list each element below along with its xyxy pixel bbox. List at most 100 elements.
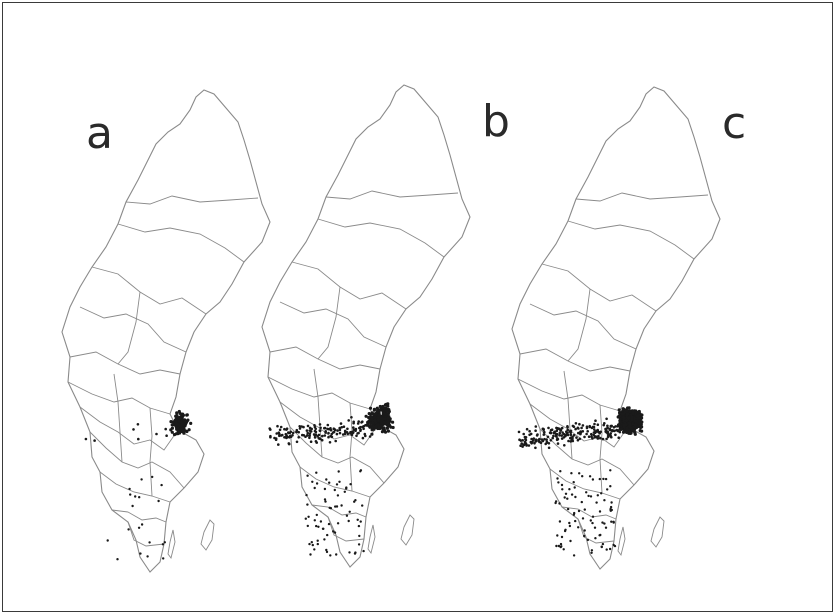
- data-point: [328, 506, 331, 509]
- data-point: [301, 433, 304, 437]
- data-point: [274, 437, 278, 440]
- data-point: [337, 470, 340, 473]
- data-point: [633, 410, 638, 414]
- data-point: [538, 437, 541, 441]
- data-point: [357, 543, 361, 546]
- data-point: [611, 429, 614, 433]
- data-point: [297, 436, 301, 439]
- data-point: [385, 422, 389, 427]
- points-a: [84, 409, 193, 561]
- data-point: [594, 419, 597, 423]
- data-point: [588, 475, 592, 478]
- data-point: [639, 425, 643, 430]
- data-point: [546, 435, 550, 439]
- data-point: [306, 431, 310, 435]
- data-point: [137, 526, 141, 529]
- data-point: [587, 494, 590, 498]
- data-point: [578, 472, 581, 475]
- data-point: [568, 488, 571, 491]
- data-point: [598, 510, 602, 513]
- data-point: [336, 429, 339, 432]
- data-point: [327, 435, 330, 439]
- data-point: [326, 533, 329, 537]
- data-point: [287, 431, 290, 434]
- data-point: [335, 505, 339, 508]
- data-point: [318, 423, 322, 426]
- data-point: [596, 429, 599, 433]
- data-point: [334, 505, 337, 508]
- data-point: [594, 537, 597, 540]
- data-point: [534, 425, 538, 428]
- data-point: [601, 437, 605, 441]
- data-point: [533, 442, 536, 445]
- data-point: [534, 446, 537, 450]
- data-point: [608, 547, 612, 551]
- data-point: [587, 435, 591, 439]
- data-point: [363, 432, 367, 436]
- data-point: [313, 425, 317, 429]
- data-point: [313, 519, 316, 522]
- data-point: [186, 418, 190, 422]
- data-point: [547, 446, 551, 450]
- data-point: [609, 485, 612, 488]
- data-point: [140, 478, 143, 481]
- data-point: [308, 432, 312, 435]
- data-point: [342, 425, 346, 429]
- data-point: [269, 434, 272, 438]
- data-point: [524, 438, 528, 442]
- data-point: [163, 541, 166, 544]
- data-point: [589, 495, 593, 498]
- data-point: [586, 430, 589, 433]
- panel-label-a: a: [86, 108, 113, 159]
- data-point: [542, 433, 546, 436]
- data-point: [631, 409, 635, 413]
- data-point: [343, 490, 346, 493]
- data-point: [602, 477, 605, 481]
- data-point: [170, 430, 174, 434]
- data-point: [178, 431, 182, 435]
- data-point: [178, 424, 182, 428]
- data-point: [560, 426, 564, 430]
- data-point: [609, 469, 612, 472]
- data-point: [572, 433, 576, 437]
- data-point: [335, 553, 338, 556]
- data-point: [537, 439, 540, 443]
- data-point: [128, 487, 131, 491]
- data-point: [614, 433, 617, 437]
- data-point: [574, 422, 578, 425]
- data-point: [625, 408, 629, 413]
- data-point: [591, 515, 595, 518]
- data-point: [524, 441, 527, 444]
- data-point: [622, 430, 626, 434]
- data-point: [333, 531, 337, 534]
- data-point: [306, 424, 310, 428]
- data-point: [558, 502, 561, 505]
- data-point: [140, 523, 144, 526]
- data-point: [604, 526, 608, 529]
- data-point: [517, 430, 521, 434]
- data-point: [577, 509, 581, 513]
- data-point: [340, 504, 343, 507]
- data-point: [572, 513, 576, 516]
- data-point: [269, 428, 272, 431]
- data-point: [327, 431, 330, 435]
- data-point: [596, 436, 599, 439]
- data-point: [560, 483, 564, 487]
- data-point: [291, 434, 294, 437]
- data-point: [359, 470, 362, 473]
- data-point: [335, 483, 339, 486]
- data-point: [366, 420, 369, 424]
- data-point: [384, 402, 388, 406]
- data-point: [569, 436, 572, 440]
- data-point: [581, 430, 585, 433]
- data-point: [278, 428, 282, 432]
- data-point: [612, 426, 616, 429]
- data-point: [308, 434, 312, 438]
- data-point: [314, 440, 318, 443]
- data-point: [578, 422, 581, 426]
- data-point: [571, 435, 574, 439]
- data-point: [578, 437, 582, 441]
- data-point: [525, 443, 528, 446]
- data-point: [592, 433, 596, 437]
- data-point: [354, 427, 358, 431]
